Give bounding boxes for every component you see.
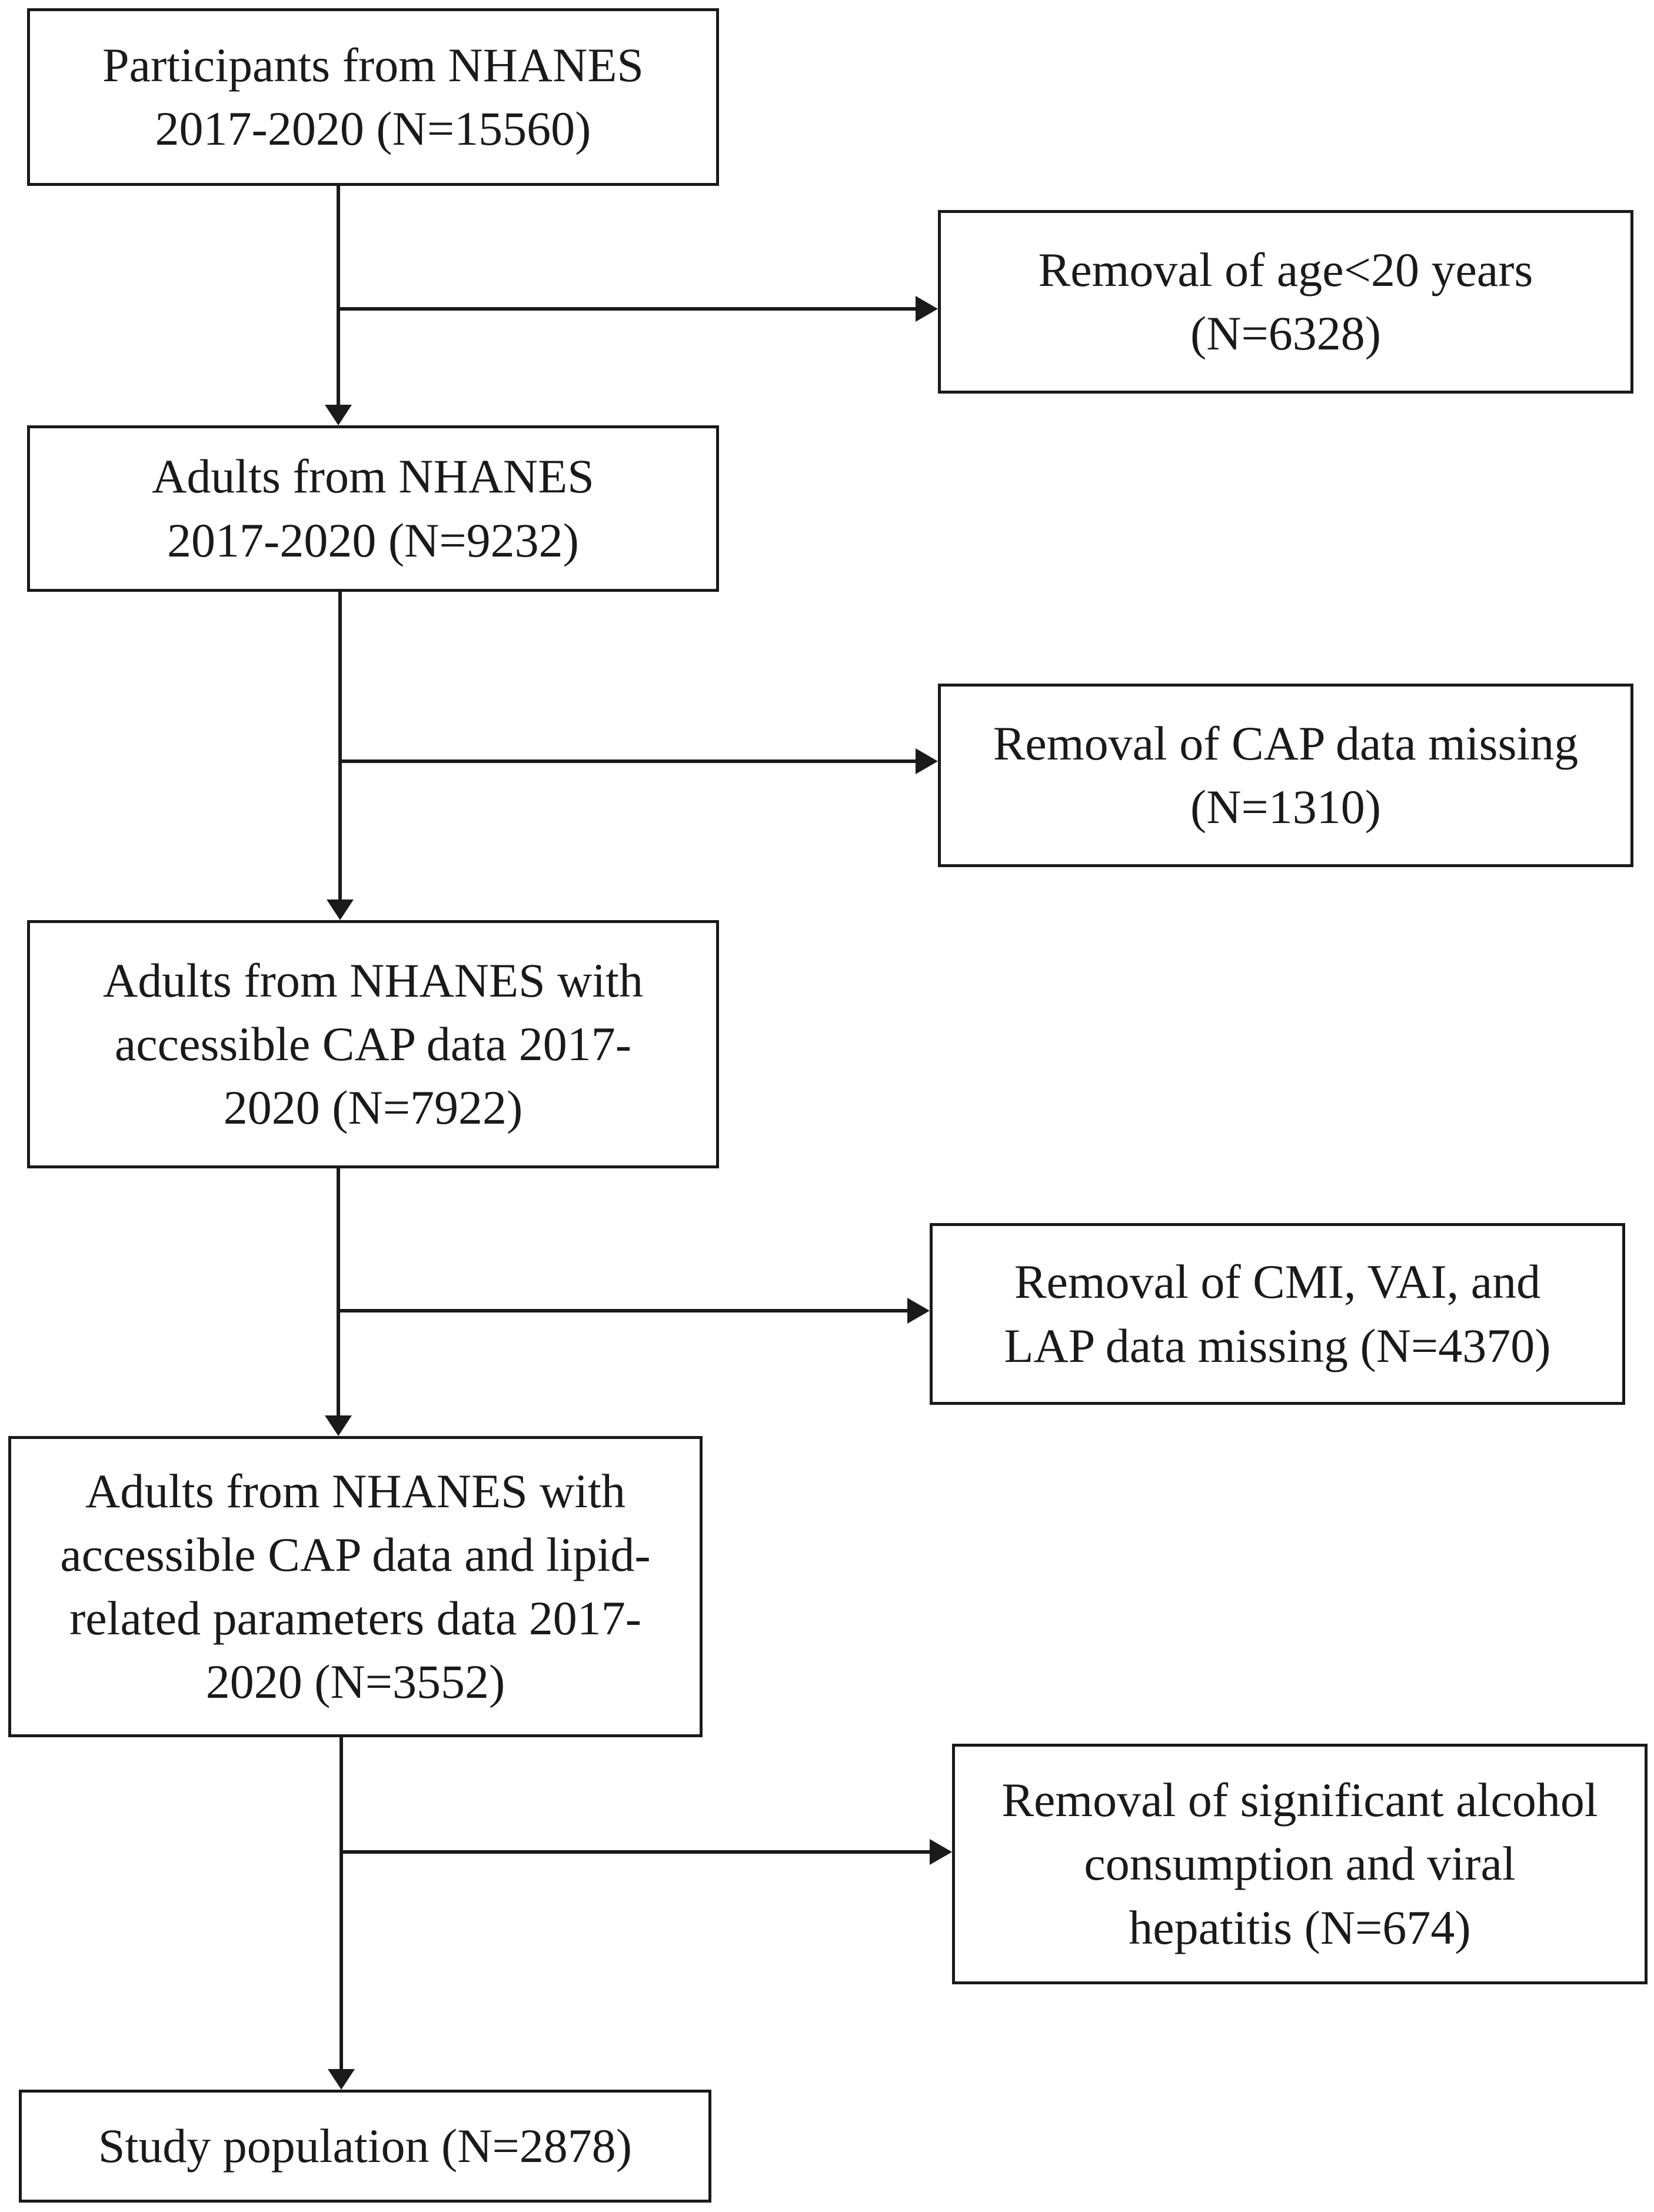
- step-cap-data-box: Adults from NHANES with accessible CAP d…: [27, 920, 719, 1168]
- arrowhead-down-3: [325, 1415, 352, 1436]
- exclusion-lipid-missing-box: Removal of CMI, VAI, and LAP data missin…: [930, 1223, 1625, 1405]
- arrowhead-down-4: [328, 2069, 355, 2090]
- step-lipid-data-box: Adults from NHANES with accessible CAP d…: [8, 1436, 703, 1737]
- exclusion-age-box: Removal of age<20 years (N=6328): [938, 210, 1633, 394]
- arrowhead-down-1: [325, 405, 352, 425]
- arrowhead-right-4: [930, 1839, 952, 1865]
- exclusion-cap-missing-box: Removal of CAP data missing (N=1310): [938, 684, 1633, 867]
- step-study-population-box: Study population (N=2878): [19, 2090, 711, 2203]
- arrowhead-right-2: [916, 748, 938, 774]
- step-participants-box: Participants from NHANES 2017-2020 (N=15…: [27, 8, 719, 186]
- arrowhead-right-3: [907, 1298, 930, 1324]
- step-adults-box: Adults from NHANES 2017-2020 (N=9232): [27, 425, 719, 592]
- arrowhead-down-2: [327, 900, 354, 920]
- arrowhead-right-1: [916, 296, 938, 322]
- exclusion-alcohol-hepatitis-box: Removal of significant alcohol consumpti…: [952, 1744, 1648, 1984]
